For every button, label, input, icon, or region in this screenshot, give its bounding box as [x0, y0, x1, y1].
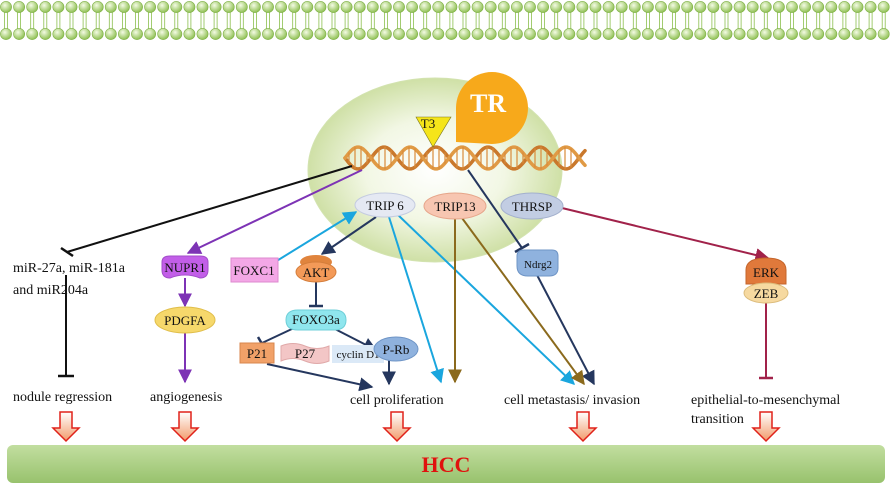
node-ndrg2: Ndrg2: [516, 249, 559, 277]
down-arrow-angiogenesis: [170, 411, 200, 443]
node-zeb: ZEB: [743, 282, 789, 304]
hcc-bar: HCC: [7, 445, 885, 483]
cyclin-d1-label: cyclin D1: [336, 349, 379, 361]
node-pdgfa: PDGFA: [154, 306, 216, 334]
node-foxo3a: FOXO3a: [285, 309, 347, 331]
thrsp-label: THRSP: [512, 199, 552, 214]
arrow-foxo3a-to-p21: [261, 327, 295, 344]
down-arrow-emt: [751, 411, 781, 443]
arrow-dna-to-ndrg2: [467, 169, 523, 249]
down-arrow-proliferation: [382, 411, 412, 443]
outcome-emt-line2: transition: [691, 412, 744, 427]
node-mirna: miR-27a, miR-181a and miR204a: [13, 261, 126, 298]
ndrg2-label: Ndrg2: [524, 259, 552, 271]
arrow-trip13-to-metastasis: [461, 217, 585, 386]
pdgfa-label: PDGFA: [164, 313, 206, 328]
erk-label: ERK: [753, 265, 780, 280]
arrow-p21-to-proliferation: [266, 363, 374, 392]
hormone-label: T3: [421, 116, 435, 131]
node-p27: P27: [280, 343, 330, 364]
outcome-nodule-regression: nodule regression: [13, 390, 112, 405]
arrow-trip6-to-proliferation: [388, 216, 444, 384]
outcome-cell-proliferation: cell proliferation: [350, 393, 444, 408]
nupr1-label: NUPR1: [164, 260, 205, 275]
arrow-trip6-to-akt: [320, 216, 377, 255]
receptor-label: TR: [470, 89, 506, 118]
arrow-foxc1-to-trip6: [274, 211, 358, 263]
node-cyclin-d1: cyclin D1: [332, 345, 384, 363]
node-p-rb: P-Rb: [373, 336, 419, 362]
mirna-label-line1: miR-27a, miR-181a: [13, 261, 126, 276]
node-p21: P21: [239, 342, 275, 364]
down-arrow-nodule: [51, 411, 81, 443]
akt-label: AKT: [303, 265, 330, 280]
p27-label: P27: [295, 346, 316, 361]
hcc-label: HCC: [422, 452, 471, 477]
arrow-trip6-to-metastasis: [396, 213, 576, 385]
outcome-angiogenesis: angiogenesis: [150, 390, 222, 405]
node-foxc1: FOXC1: [230, 257, 279, 283]
node-trip13: TRIP13: [423, 192, 487, 220]
p-rb-label: P-Rb: [383, 342, 410, 357]
node-trip6: TRIP 6: [354, 192, 416, 218]
arrow-ndrg2-to-metastasis: [536, 274, 595, 386]
cell-membrane: [0, 1, 890, 40]
trip6-label: TRIP 6: [366, 198, 404, 213]
arrow-dna-to-mirna: [66, 165, 353, 253]
arrow-thrsp-to-erk: [561, 207, 770, 262]
outcome-cell-metastasis: cell metastasis/ invasion: [504, 393, 640, 408]
t3-hormone: T3: [415, 116, 452, 148]
node-akt: AKT: [295, 255, 337, 283]
mirna-label-line2: and miR204a: [13, 283, 89, 298]
p21-label: P21: [247, 346, 267, 361]
node-erk: ERK: [745, 257, 787, 285]
dna-helix: [343, 145, 587, 171]
thyroid-receptor: TR: [456, 72, 528, 144]
trip13-label: TRIP13: [434, 199, 475, 214]
arrow-dna-to-nupr1: [186, 169, 363, 254]
zeb-label: ZEB: [754, 286, 779, 301]
outcome-emt-line1: epithelial-to-mesenchymal: [691, 393, 840, 408]
foxo3a-label: FOXO3a: [292, 312, 340, 327]
node-thrsp: THRSP: [500, 192, 564, 220]
down-arrow-metastasis: [568, 411, 598, 443]
pathway-arrows: [58, 165, 773, 392]
node-nupr1: NUPR1: [161, 255, 209, 279]
foxc1-label: FOXC1: [233, 263, 274, 278]
